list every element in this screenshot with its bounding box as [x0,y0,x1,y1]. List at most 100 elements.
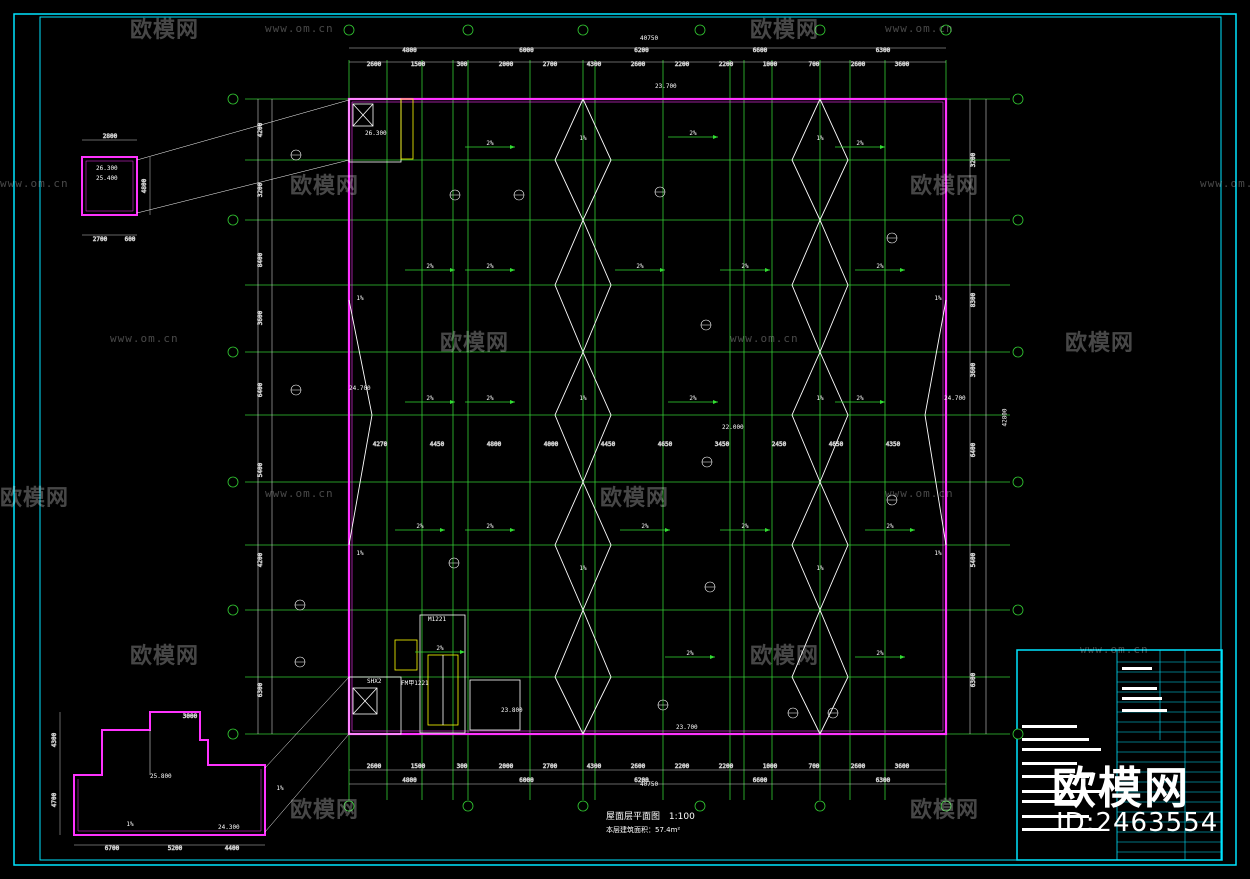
overall-dimension-top: 40750 [640,35,659,42]
axis-bubble [343,800,355,812]
slope-arrowhead [510,268,515,272]
dimension-text: 8400 [257,252,264,267]
dimension-text: 2200 [719,763,734,770]
roof-elevation-bottom: 23.700 [676,724,698,731]
dimension-text: 6300 [970,672,977,687]
slope-label-small: 1% [356,550,364,557]
structural-grid [245,60,1010,800]
slope-label: 2% [486,395,494,402]
axis-bubble [1012,728,1024,740]
inset-elev-mid: 25.400 [96,175,118,182]
slope-label-small: 1% [276,785,284,792]
slope-label: 2% [486,263,494,270]
drawing-note: 本层建筑面积：57.4m² [606,826,681,834]
title-block-text [1022,790,1101,793]
slope-label-small: 1% [816,565,824,572]
edge-ridge [348,299,373,546]
dimension-text: 6600 [753,47,768,54]
dimension-text: 2800 [103,133,118,140]
slope-arrowhead [880,145,885,149]
title-block-text [1022,828,1101,831]
axis-bubble [227,214,239,226]
dimension-text: 2200 [675,61,690,68]
axis-bubble [1012,93,1024,105]
axis-bubble [462,800,474,812]
dimension-text: 2000 [499,763,514,770]
axis-bubble [227,476,239,488]
roof-ridges [348,98,947,735]
dimension-text: 1500 [411,763,426,770]
slope-label-small: 1% [579,395,587,402]
slope-label-small: 1% [934,295,942,302]
dimension-text: 6300 [876,47,891,54]
axis-bubble [227,604,239,616]
slope-arrowhead [880,400,885,404]
axis-bubble [814,800,826,812]
title-block-text [1022,775,1089,778]
dimension-text: 4400 [225,845,240,852]
dimension-text: 6000 [519,777,534,784]
slope-label: 2% [416,523,424,530]
dimension-text: 4700 [51,792,58,807]
axis-bubble [227,93,239,105]
axis-bubble [694,800,706,812]
dimension-text: 1000 [763,61,778,68]
axis-bubble [1012,476,1024,488]
title-block-text [1122,697,1162,700]
dimension-text: 3600 [895,763,910,770]
title-block [1016,649,1223,861]
slope-label: 2% [641,523,649,530]
slope-arrowhead [440,528,445,532]
dimension-text: 4800 [402,47,417,54]
slope-label: 2% [426,395,434,402]
dimension-text: 4200 [257,122,264,137]
dimension-text: 300 [457,763,468,770]
slope-label-small: 1% [356,295,364,302]
inset-elev-top: 26.300 [96,165,118,172]
dimension-text: 6700 [105,845,120,852]
dimension-text: 2700 [543,61,558,68]
center-elevation: 22.000 [722,424,744,431]
parapet-elevation-right: 24.700 [944,395,966,402]
dimension-text: 4800 [402,777,417,784]
axis-bubble [1012,214,1024,226]
dimension-text: 4350 [886,441,901,448]
dimension-text: 4300 [587,763,602,770]
slope-label: 2% [856,395,864,402]
slope-arrowhead [665,528,670,532]
slope-label: 2% [856,140,864,147]
axis-bubble [814,24,826,36]
dimension-lines: 4800480060006000620062006600660063006300… [51,47,987,852]
stair-core [419,614,466,734]
title-block-text [1022,725,1077,728]
dimension-text: 3200 [257,182,264,197]
overall-dimension-right: 42800 [1001,408,1009,427]
stair-label: SHX2 [367,678,382,685]
slope-arrowhead [510,528,515,532]
inset-bottom-left [59,711,266,846]
slope-label-small: 1% [816,395,824,402]
axis-bubble [940,800,952,812]
slope-label: 2% [426,263,434,270]
dimension-text: 700 [809,763,820,770]
slope-arrowhead [713,135,718,139]
parapet-line [351,101,944,732]
annotations: 2%2%2%2%2%2%2%2%2%2%2%2%2%2%2%2%2%2%2%2%… [126,130,942,828]
stair-cores [348,98,521,735]
dimension-text: 6300 [257,682,264,697]
slope-label-small: 1% [579,565,587,572]
slope-label: 2% [689,395,697,402]
dimension-text: 2200 [675,763,690,770]
dimension-text: 5200 [168,845,183,852]
slope-label: 2% [876,263,884,270]
dimension-text: 2700 [93,236,108,243]
dimension-text: 6400 [970,442,977,457]
leader-lines [136,99,350,833]
slope-arrowhead [510,400,515,404]
overall-dimension-bottom: 40750 [640,781,659,788]
ridge-line [582,98,612,735]
drawing-scale: 1:100 [668,812,695,822]
dimension-text: 6300 [876,777,891,784]
axis-bubble [940,24,952,36]
slope-label: 2% [689,130,697,137]
